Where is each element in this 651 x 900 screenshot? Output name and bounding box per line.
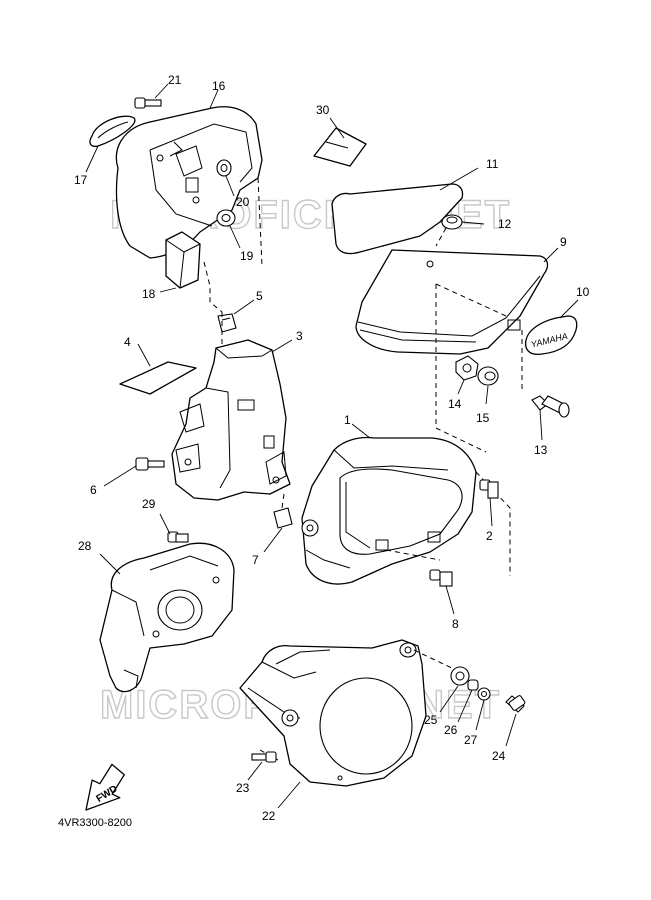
callout-13: 13 bbox=[534, 443, 548, 457]
callout-5: 5 bbox=[256, 289, 263, 303]
part-10-emblem[interactable]: YAMAHA bbox=[524, 315, 578, 356]
part-12-grommet[interactable] bbox=[441, 214, 463, 230]
callout-17: 17 bbox=[74, 173, 88, 187]
callout-8: 8 bbox=[452, 617, 459, 631]
callout-26: 26 bbox=[444, 723, 458, 737]
callout-4: 4 bbox=[124, 335, 131, 349]
part-30-pad[interactable] bbox=[313, 127, 367, 167]
part-3-bracket[interactable] bbox=[171, 339, 291, 501]
part-15-damper[interactable] bbox=[477, 366, 499, 386]
part-16-side-cover[interactable] bbox=[115, 106, 263, 259]
callout-15: 15 bbox=[476, 411, 490, 425]
part-8-bolt[interactable] bbox=[429, 569, 453, 587]
callout-3: 3 bbox=[296, 329, 303, 343]
callout-30: 30 bbox=[316, 103, 330, 117]
diagram-code: 4VR3300-8200 bbox=[58, 817, 132, 829]
callout-25: 25 bbox=[424, 713, 438, 727]
part-25-sleeve[interactable] bbox=[450, 666, 470, 686]
callout-24: 24 bbox=[492, 749, 506, 763]
part-17-seal[interactable] bbox=[89, 115, 136, 148]
callout-10: 10 bbox=[576, 285, 590, 299]
callout-27: 27 bbox=[464, 733, 478, 747]
fwd-arrow: FWD bbox=[85, 763, 125, 811]
part-4-sheet[interactable] bbox=[119, 361, 197, 395]
part-22-crankcase-cover[interactable] bbox=[239, 639, 427, 787]
callout-29: 29 bbox=[142, 497, 156, 511]
callout-12: 12 bbox=[498, 217, 512, 231]
part-18-pad[interactable] bbox=[165, 231, 201, 289]
part-14-nut[interactable] bbox=[455, 355, 479, 381]
part-21-bolt[interactable] bbox=[134, 97, 162, 109]
part-11-plate[interactable] bbox=[331, 183, 464, 255]
callout-20: 20 bbox=[236, 195, 250, 209]
part-2-bolt[interactable] bbox=[479, 479, 499, 499]
part-5-clip[interactable] bbox=[217, 313, 237, 333]
part-13-screw[interactable] bbox=[531, 395, 570, 418]
callout-19: 19 bbox=[240, 249, 254, 263]
callout-14: 14 bbox=[448, 397, 462, 411]
callout-22: 22 bbox=[262, 809, 276, 823]
part-27-washer[interactable] bbox=[477, 687, 491, 701]
leader-lines bbox=[85, 83, 579, 809]
callout-2: 2 bbox=[486, 529, 493, 543]
callout-6: 6 bbox=[90, 483, 97, 497]
callout-7: 7 bbox=[252, 553, 259, 567]
callout-16: 16 bbox=[212, 79, 226, 93]
callout-1: 1 bbox=[344, 413, 351, 427]
part-26-dowel[interactable] bbox=[467, 679, 479, 691]
part-19-grommet[interactable] bbox=[216, 209, 236, 227]
callout-21: 21 bbox=[168, 73, 182, 87]
part-28-engine-cover[interactable] bbox=[99, 542, 235, 693]
part-23-bolt[interactable] bbox=[251, 751, 277, 763]
callout-28: 28 bbox=[78, 539, 92, 553]
part-9-side-cover[interactable] bbox=[355, 249, 549, 355]
part-1-cover[interactable] bbox=[301, 436, 477, 585]
callout-11: 11 bbox=[486, 157, 499, 171]
part-20-grommet[interactable] bbox=[216, 159, 232, 177]
part-24-bolt[interactable] bbox=[505, 695, 526, 713]
part-29-bolt[interactable] bbox=[167, 531, 189, 543]
part-7-clip[interactable] bbox=[273, 507, 293, 529]
part-6-bolt[interactable] bbox=[135, 457, 165, 471]
callout-9: 9 bbox=[560, 235, 567, 249]
callout-18: 18 bbox=[142, 287, 156, 301]
callout-23: 23 bbox=[236, 781, 250, 795]
callout-numbers: 21 16 17 20 19 18 5 4 3 6 7 29 28 30 11 … bbox=[74, 73, 590, 823]
